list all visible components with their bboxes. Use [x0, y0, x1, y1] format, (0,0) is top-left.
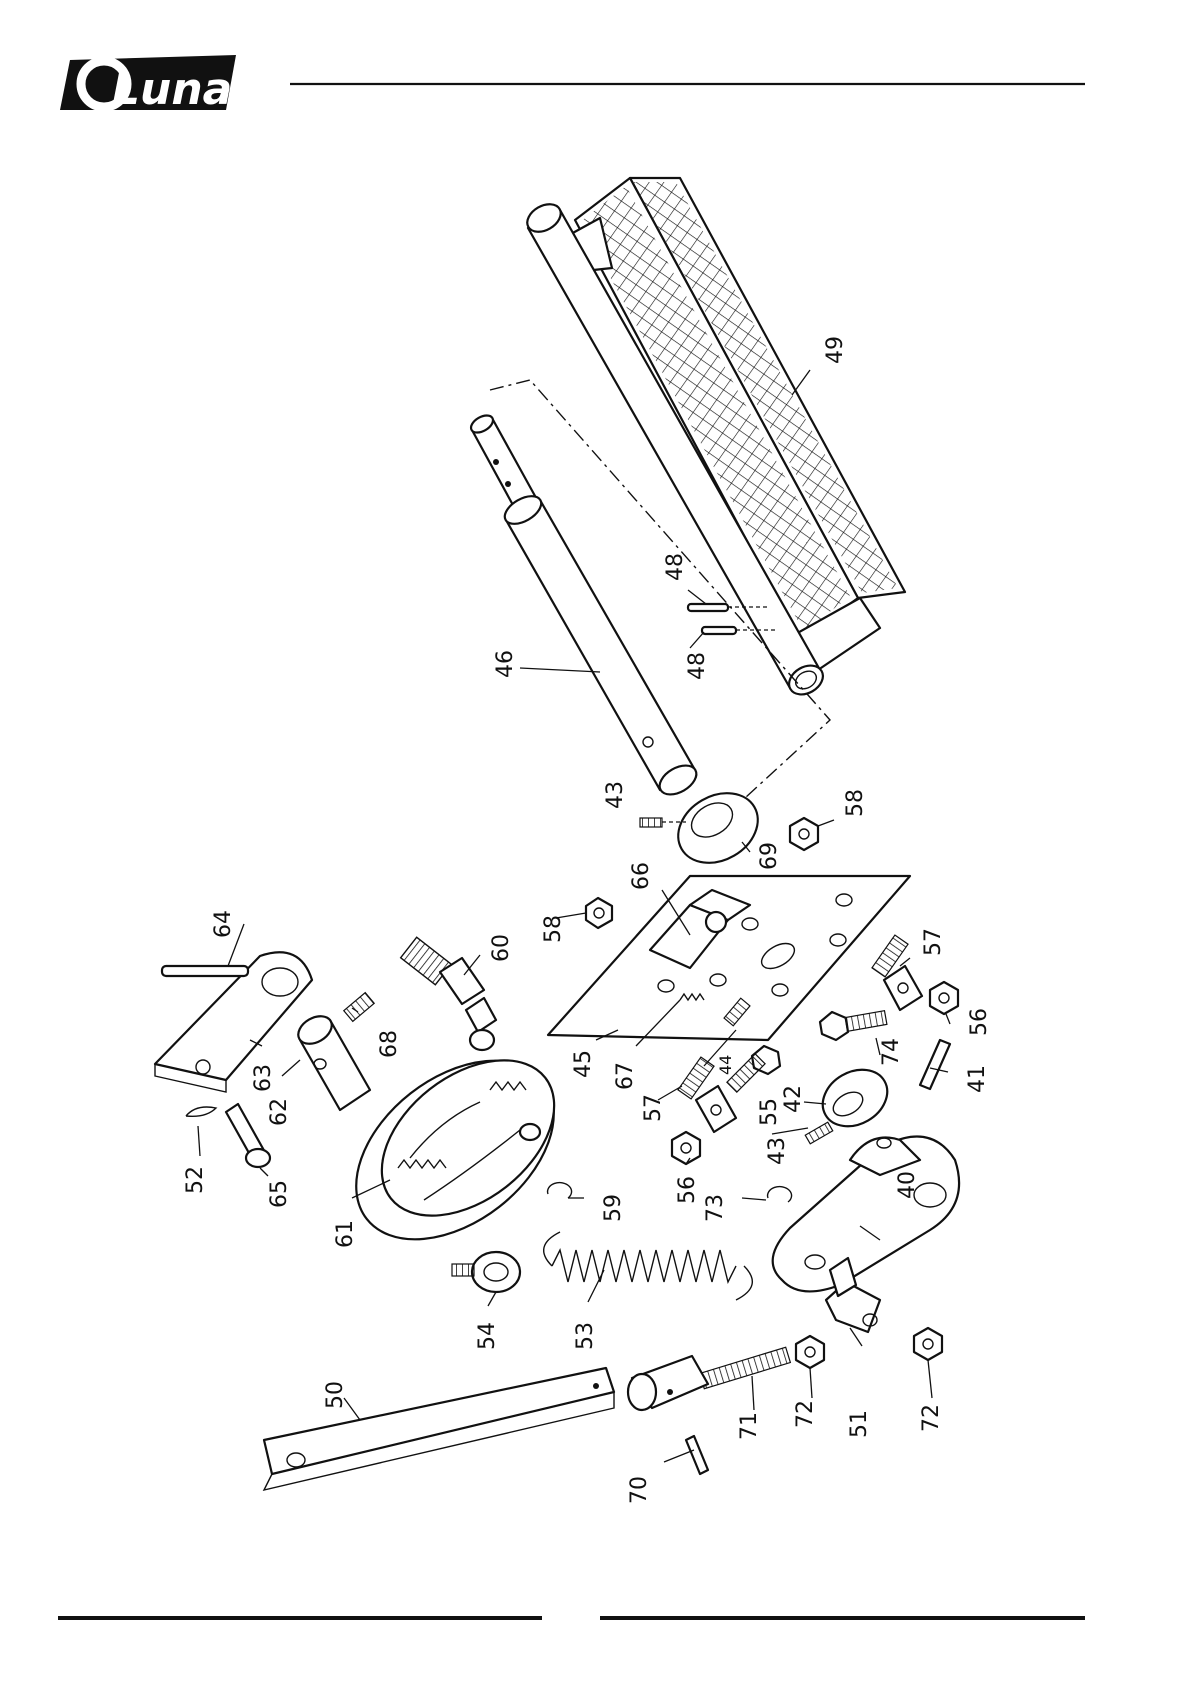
part-65-pin	[226, 1104, 270, 1167]
part-71-threaded-rod	[700, 1347, 791, 1389]
part-43-setscrew-lower	[805, 1122, 833, 1144]
label-57-right: 57	[921, 928, 946, 956]
label-43-top: 43	[603, 781, 628, 809]
clevis	[628, 1356, 708, 1410]
label-73: 73	[703, 1194, 728, 1222]
label-57-left: 57	[641, 1094, 666, 1122]
part-74-bolt	[820, 1011, 887, 1040]
part-61-brake-drum	[322, 1024, 587, 1275]
label-48-top: 48	[663, 553, 688, 581]
label-62: 62	[267, 1098, 292, 1126]
label-54: 54	[475, 1322, 500, 1350]
part-70-pin	[686, 1436, 708, 1474]
label-40: 40	[895, 1171, 920, 1199]
part-50-bar	[264, 1368, 614, 1490]
label-55: 55	[757, 1098, 782, 1126]
part-58-nut-right	[790, 818, 818, 850]
part-62-sleeve	[293, 1011, 370, 1110]
label-65: 65	[267, 1180, 292, 1208]
part-73-clip	[768, 1187, 792, 1202]
part-60-shaft	[401, 937, 496, 1050]
part-41-pin	[920, 1040, 950, 1089]
label-44: 44	[716, 1055, 735, 1075]
label-56-right: 56	[967, 1008, 992, 1036]
part-52-clip	[186, 1107, 216, 1116]
label-68: 68	[377, 1030, 402, 1058]
label-45: 45	[571, 1050, 596, 1078]
label-52: 52	[183, 1166, 208, 1194]
part-68-spring	[344, 993, 374, 1022]
label-43-lower: 43	[765, 1137, 790, 1165]
part-64-pin	[162, 966, 248, 976]
label-42: 42	[781, 1085, 806, 1113]
label-53: 53	[573, 1322, 598, 1350]
label-71: 71	[737, 1412, 762, 1440]
label-58-left: 58	[541, 915, 566, 943]
part-58-nut-left	[586, 898, 612, 928]
label-70: 70	[627, 1476, 652, 1504]
label-69: 69	[757, 842, 782, 870]
part-69-collar	[666, 779, 771, 876]
part-40-lever	[773, 1136, 959, 1291]
label-60: 60	[489, 934, 514, 962]
brand-logo: Luna	[60, 55, 236, 115]
label-63: 63	[251, 1064, 276, 1092]
part-54-eyebolt	[452, 1252, 520, 1292]
label-72-right: 72	[919, 1404, 944, 1432]
label-49: 49	[823, 336, 848, 364]
label-41: 41	[965, 1065, 990, 1093]
label-59: 59	[601, 1194, 626, 1222]
label-66: 66	[629, 862, 654, 890]
part-53-spring	[544, 1232, 753, 1300]
part-56-nut-left	[672, 1132, 700, 1164]
part-72-nut-right	[914, 1328, 942, 1360]
label-61: 61	[333, 1220, 358, 1248]
part-56-nut-right	[930, 982, 958, 1014]
label-74: 74	[879, 1038, 904, 1066]
label-50: 50	[323, 1381, 348, 1409]
label-56-left: 56	[675, 1176, 700, 1204]
label-67: 67	[613, 1062, 638, 1090]
label-58-right: 58	[843, 789, 868, 817]
part-49-platform	[560, 178, 905, 672]
part-59-clip	[548, 1183, 572, 1198]
label-72-left: 72	[793, 1400, 818, 1428]
label-48-bottom: 48	[685, 652, 710, 680]
part-57-eyebolt-right	[872, 935, 922, 1010]
brand-name: Luna	[112, 64, 232, 115]
label-46: 46	[493, 650, 518, 678]
label-51: 51	[847, 1410, 872, 1438]
part-72-nut-left	[796, 1336, 824, 1368]
label-64: 64	[211, 910, 236, 938]
